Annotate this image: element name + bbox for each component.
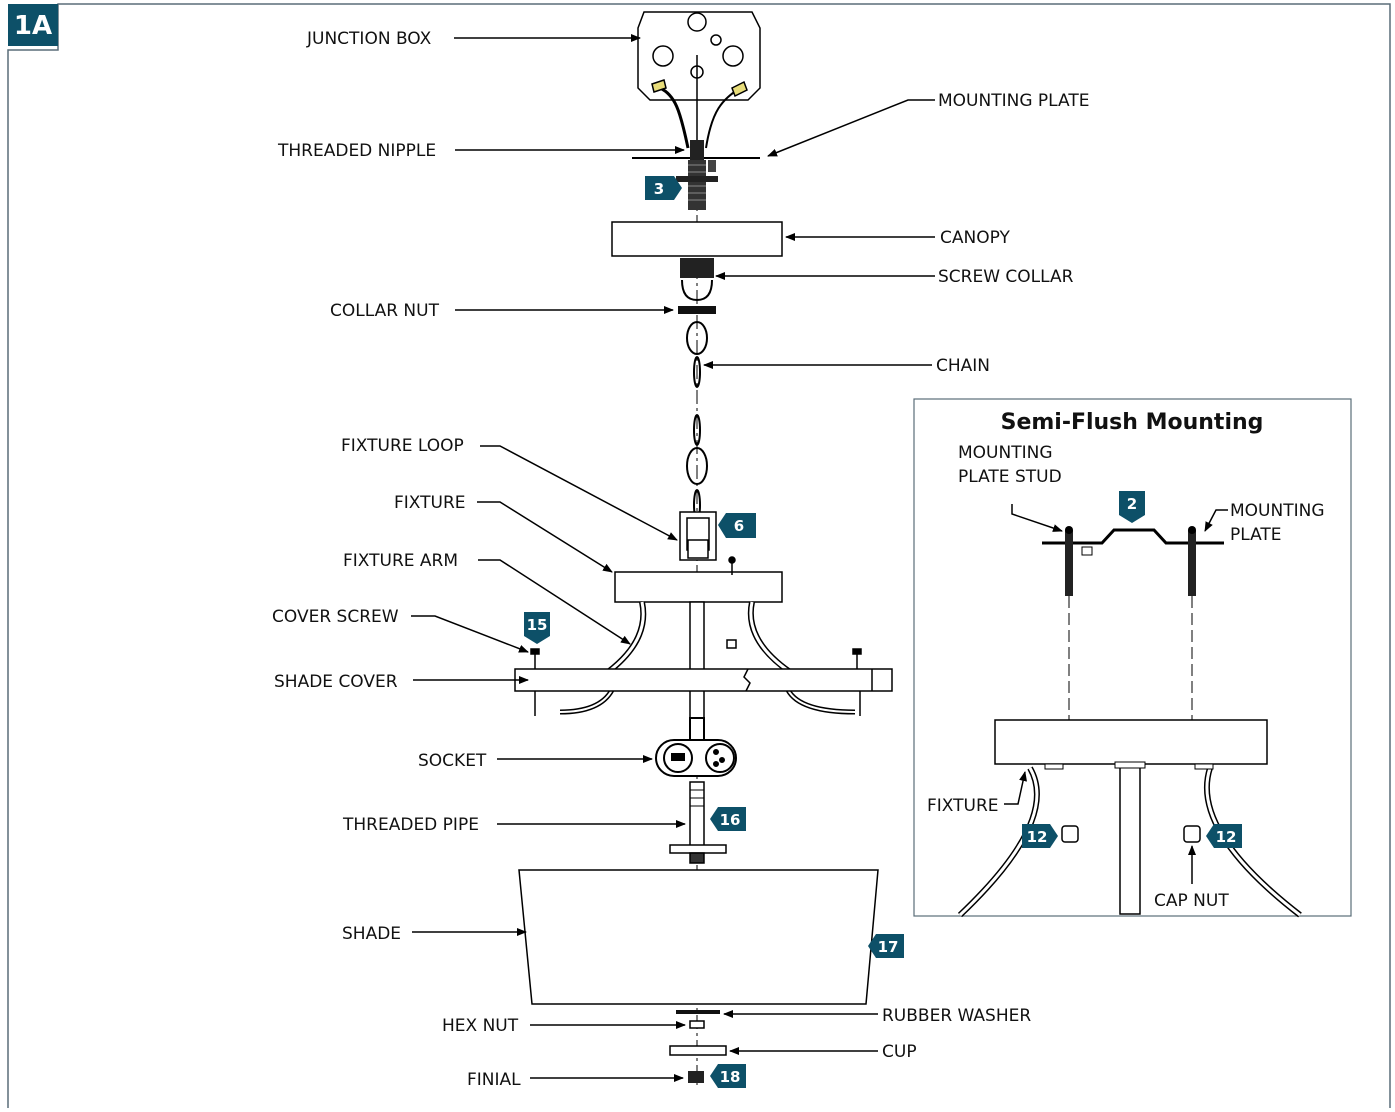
fixture-loop-drawing [679, 511, 717, 561]
label-threaded-pipe: THREADED PIPE [342, 815, 479, 835]
inset-label-plate-2: PLATE [1230, 525, 1282, 545]
badge-step-16: 16 [710, 807, 746, 831]
step-badge: 1A [8, 4, 58, 46]
inset-badge-12-right: 12 [1206, 824, 1242, 848]
label-mounting-plate: MOUNTING PLATE [938, 91, 1089, 111]
canopy-drawing [611, 221, 783, 257]
threaded-pipe-drawing [669, 781, 727, 864]
badge-step-6: 6 [718, 513, 756, 538]
label-canopy: CANOPY [940, 228, 1010, 248]
svg-text:16: 16 [720, 811, 741, 829]
label-shade: SHADE [342, 924, 401, 944]
fixture-drawing [559, 556, 856, 719]
label-chain: CHAIN [936, 356, 990, 376]
label-collar-nut: COLLAR NUT [330, 301, 440, 321]
inset-title: Semi-Flush Mounting [1001, 410, 1264, 435]
label-threaded-nipple: THREADED NIPPLE [277, 141, 436, 161]
junction-box-drawing [637, 11, 761, 149]
svg-text:6: 6 [734, 517, 744, 535]
label-cover-screw: COVER SCREW [272, 607, 399, 627]
svg-text:3: 3 [654, 180, 664, 198]
label-cup: CUP [882, 1042, 917, 1062]
svg-text:18: 18 [720, 1068, 741, 1086]
svg-text:12: 12 [1216, 828, 1237, 846]
inset-label-stud-2: PLATE STUD [958, 467, 1062, 487]
badge-step-15: 15 [524, 612, 550, 644]
step-label: 1A [14, 11, 52, 41]
label-rubber-washer: RUBBER WASHER [882, 1006, 1031, 1026]
semi-flush-inset: Semi-Flush Mounting MOUNTING PLATE STUD … [913, 398, 1352, 918]
label-finial: FINIAL [467, 1070, 521, 1090]
inset-label-plate-1: MOUNTING [1230, 501, 1325, 521]
label-fixture: FIXTURE [394, 493, 466, 513]
cup-drawing [669, 1045, 727, 1056]
svg-text:17: 17 [878, 938, 899, 956]
svg-text:12: 12 [1027, 828, 1048, 846]
svg-text:15: 15 [527, 616, 548, 634]
inset-label-stud-1: MOUNTING [958, 443, 1053, 463]
screw-collar-drawing [680, 258, 714, 302]
socket-drawing [655, 717, 737, 777]
label-hex-nut: HEX NUT [442, 1016, 519, 1036]
shade-drawing [518, 869, 879, 1005]
badge-step-17: 17 [868, 934, 904, 958]
inset-label-cap-nut: CAP NUT [1154, 891, 1229, 911]
label-socket: SOCKET [418, 751, 487, 771]
finial-drawing [688, 1071, 704, 1083]
chain-drawing [686, 321, 708, 521]
mounting-plate-drawing [632, 140, 760, 210]
inset-badge-12-left: 12 [1022, 824, 1058, 848]
label-shade-cover: SHADE COVER [274, 672, 398, 692]
inset-badge-2: 2 [1119, 491, 1145, 523]
label-junction-box: JUNCTION BOX [306, 29, 432, 49]
hex-nut-drawing [689, 1020, 705, 1029]
svg-text:2: 2 [1127, 495, 1137, 513]
label-fixture-arm: FIXTURE ARM [343, 551, 458, 571]
label-fixture-loop: FIXTURE LOOP [341, 436, 464, 456]
inset-label-fixture: FIXTURE [927, 796, 999, 816]
badge-step-18: 18 [710, 1064, 746, 1088]
collar-nut-drawing [678, 306, 716, 314]
label-screw-collar: SCREW COLLAR [938, 267, 1074, 287]
rubber-washer-drawing [676, 1010, 720, 1014]
badge-step-3: 3 [645, 176, 682, 200]
